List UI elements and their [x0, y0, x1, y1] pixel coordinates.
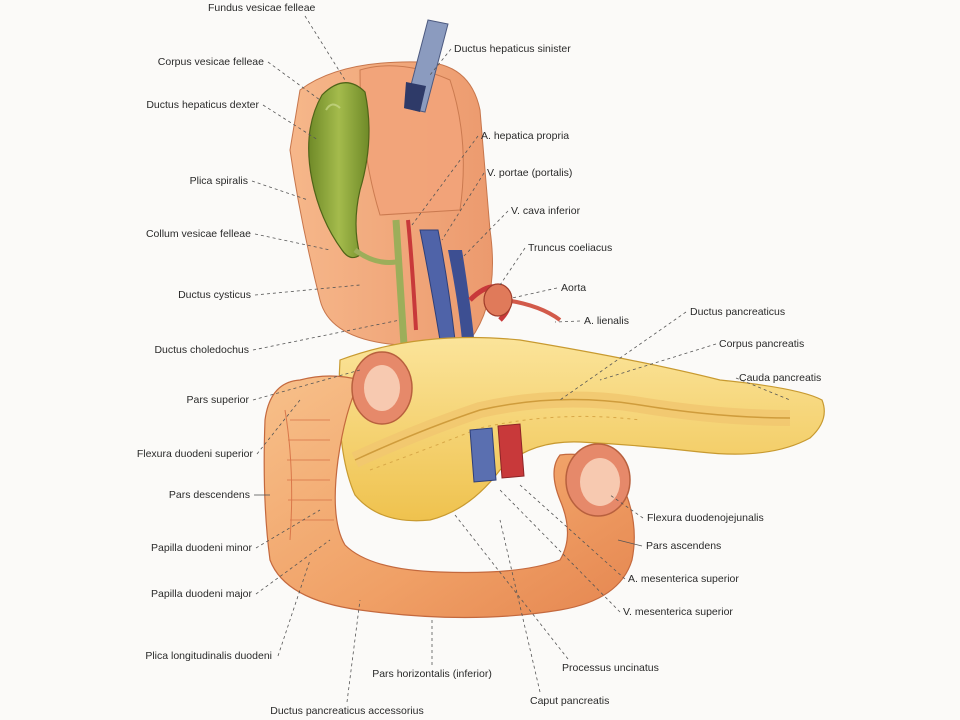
- label-ductus-pancreaticus: Ductus pancreaticus: [690, 306, 786, 318]
- label-plica-spiralis: Plica spiralis: [189, 175, 248, 187]
- leader-line: [609, 494, 644, 519]
- leader-line: [251, 180, 309, 201]
- label-ductus-pancreaticus-accessorius: Ductus pancreaticus accessorius: [270, 705, 424, 717]
- cystic-duct: [353, 247, 397, 265]
- leader-line: [499, 247, 526, 286]
- label-caput-pancreatis: Caput pancreatis: [530, 695, 610, 707]
- label-processus-uncinatus: Processus uncinatus: [562, 662, 659, 674]
- label-ductus-hepaticus-sinister: Ductus hepaticus sinister: [454, 43, 571, 55]
- label-a-hepatica-propria: A. hepatica propria: [481, 130, 570, 142]
- leader-line: [499, 489, 621, 613]
- leader-line: [254, 233, 331, 251]
- leader-line: [255, 509, 321, 549]
- label-papilla-duodeni-major: Papilla duodeni major: [151, 588, 252, 600]
- label-ductus-choledochus: Ductus choledochus: [154, 344, 249, 356]
- leader-line: [617, 539, 643, 547]
- label-v-cava-inferior: V. cava inferior: [511, 205, 581, 217]
- label-corpus-vesicae-felleae: Corpus vesicae felleae: [157, 56, 264, 68]
- leader-line: [262, 104, 319, 141]
- leader-line: [441, 172, 485, 241]
- aorta-cut: [483, 283, 513, 317]
- label-a-lienalis: A. lienalis: [584, 315, 629, 327]
- leader-line: [255, 539, 331, 595]
- leader-line: [252, 369, 361, 401]
- label-flexura-duodeni-superior: Flexura duodeni superior: [136, 448, 253, 460]
- hepatic-artery: [406, 219, 418, 331]
- leader-line: [554, 320, 581, 323]
- label-ductus-cysticus: Ductus cysticus: [178, 289, 251, 301]
- label-flexura-duodenojejunalis: Flexura duodenojejunalis: [647, 512, 764, 524]
- label-papilla-duodeni-minor: Papilla duodeni minor: [151, 542, 252, 554]
- leader-line: [304, 15, 346, 81]
- label-v-portae: V. portae (portalis): [487, 167, 573, 179]
- label-v-mesenterica-superior: V. mesenterica superior: [623, 606, 733, 618]
- sup-mesenteric-vein: [469, 427, 497, 483]
- leader-line: [429, 48, 452, 76]
- leader-line: [511, 287, 558, 299]
- label-aorta: Aorta: [561, 282, 587, 294]
- label-a-mesenterica-superior: A. mesenterica superior: [628, 573, 739, 585]
- leader-line: [454, 514, 569, 660]
- leader-line: [459, 210, 509, 261]
- leader-line: [267, 61, 321, 101]
- leader-line: [499, 519, 541, 693]
- label-pars-descendens: Pars descendens: [168, 489, 250, 501]
- label-ductus-hepaticus-dexter: Ductus hepaticus dexter: [146, 99, 259, 111]
- common-bile-duct: [392, 219, 408, 346]
- duodenum-inner-folds: [284, 409, 293, 541]
- label-fundus-vesicae-felleae: Fundus vesicae felleae: [208, 2, 316, 14]
- label-plica-longitudinalis-duodeni: Plica longitudinalis duodeni: [145, 650, 272, 662]
- leader-line: [559, 311, 687, 401]
- leader-line: [346, 599, 361, 703]
- leader-line: [735, 377, 791, 401]
- label-collum-vesicae-felleae: Collum vesicae felleae: [145, 228, 251, 240]
- label-pars-superior: Pars superior: [186, 394, 249, 406]
- leader-line: [411, 135, 479, 226]
- leader-line: [277, 559, 311, 657]
- leader-line: [252, 319, 401, 351]
- leader-line: [256, 399, 301, 455]
- vena-cava: [448, 250, 474, 340]
- label-pars-ascendens: Pars ascendens: [646, 540, 722, 552]
- pancreas: [338, 336, 825, 522]
- label-cauda-pancreatis: Cauda pancreatis: [739, 372, 822, 384]
- leader-line: [599, 343, 717, 381]
- label-corpus-pancreatis: Corpus pancreatis: [719, 338, 805, 350]
- label-truncus-coeliacus: Truncus coeliacus: [528, 242, 613, 254]
- leader-line: [254, 284, 361, 296]
- sup-mesenteric-artery: [497, 423, 525, 479]
- leader-line: [519, 484, 626, 580]
- label-pars-horizontalis: Pars horizontalis (inferior): [372, 668, 492, 680]
